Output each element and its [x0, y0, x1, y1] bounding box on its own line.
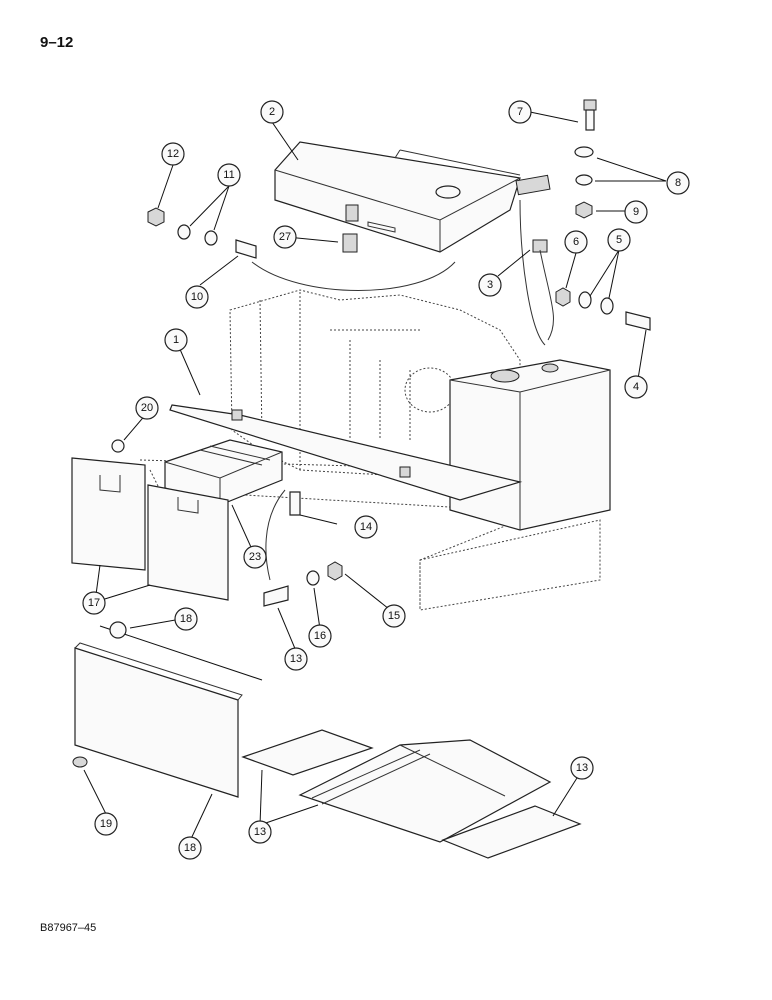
callout-27: 27 — [273, 225, 297, 249]
callout-17: 15 — [382, 604, 406, 628]
retaining-rod — [99, 625, 263, 681]
svg-text:19: 19 — [100, 818, 112, 830]
figure-code: B87967–45 — [40, 922, 97, 934]
hardware — [111, 99, 651, 607]
callout-1: 1 — [164, 328, 188, 352]
callout-16: 16 — [308, 624, 332, 648]
svg-text:5: 5 — [616, 234, 622, 246]
svg-text:13: 13 — [576, 762, 588, 774]
callout-11: 11 — [217, 163, 241, 187]
callout-21: 19 — [94, 812, 118, 836]
callout-9: 9 — [624, 200, 648, 224]
callout-6: 6 — [564, 230, 588, 254]
front-panel — [72, 642, 243, 798]
mounting-plate — [169, 404, 523, 501]
callout-5: 5 — [607, 228, 631, 252]
svg-text:7: 7 — [517, 106, 523, 118]
svg-text:13: 13 — [254, 826, 266, 838]
callout-10: 10 — [185, 285, 209, 309]
svg-text:1: 1 — [173, 334, 179, 346]
svg-text:12: 12 — [167, 148, 179, 160]
battery-box-cover — [274, 141, 551, 253]
callout-14: 14 — [354, 515, 378, 539]
callout-15: 13 — [284, 647, 308, 671]
svg-text:17: 17 — [88, 597, 100, 609]
svg-text:27: 27 — [279, 231, 291, 243]
svg-text:14: 14 — [360, 521, 372, 533]
svg-text:11: 11 — [223, 169, 234, 181]
svg-text:18: 18 — [180, 613, 192, 625]
callout-13-right: 13 — [570, 756, 594, 780]
svg-text:18: 18 — [184, 842, 196, 854]
svg-text:16: 16 — [314, 630, 326, 642]
svg-text:3: 3 — [487, 279, 493, 291]
callout-19: 17 — [82, 591, 106, 615]
svg-text:8: 8 — [675, 177, 681, 189]
svg-text:6: 6 — [573, 236, 579, 248]
callout-7: 7 — [508, 100, 532, 124]
floor-plates — [241, 729, 582, 859]
svg-text:2: 2 — [269, 106, 275, 118]
callout-22: 20 — [135, 396, 159, 420]
hydraulic-tank — [449, 359, 611, 531]
cables — [251, 199, 554, 581]
callout-2: 2 — [260, 100, 284, 124]
callout-23: 23 — [243, 545, 267, 569]
callout-8: 8 — [666, 171, 690, 195]
svg-text:23: 23 — [249, 551, 261, 563]
svg-text:9: 9 — [633, 206, 639, 218]
side-panels — [71, 457, 229, 601]
page-number: 9–12 — [40, 34, 74, 51]
rod-clip — [109, 621, 127, 639]
callout-13-left: 13 — [248, 820, 272, 844]
svg-text:4: 4 — [633, 381, 639, 393]
callout-4: 4 — [624, 375, 648, 399]
svg-text:13: 13 — [290, 653, 302, 665]
callout-18: 18 — [178, 836, 202, 860]
svg-text:15: 15 — [388, 610, 400, 622]
callout-12: 12 — [161, 142, 185, 166]
callout-3: 3 — [478, 273, 502, 297]
callout-20: 18 — [174, 607, 198, 631]
svg-text:10: 10 — [191, 291, 203, 303]
svg-text:20: 20 — [141, 402, 153, 414]
